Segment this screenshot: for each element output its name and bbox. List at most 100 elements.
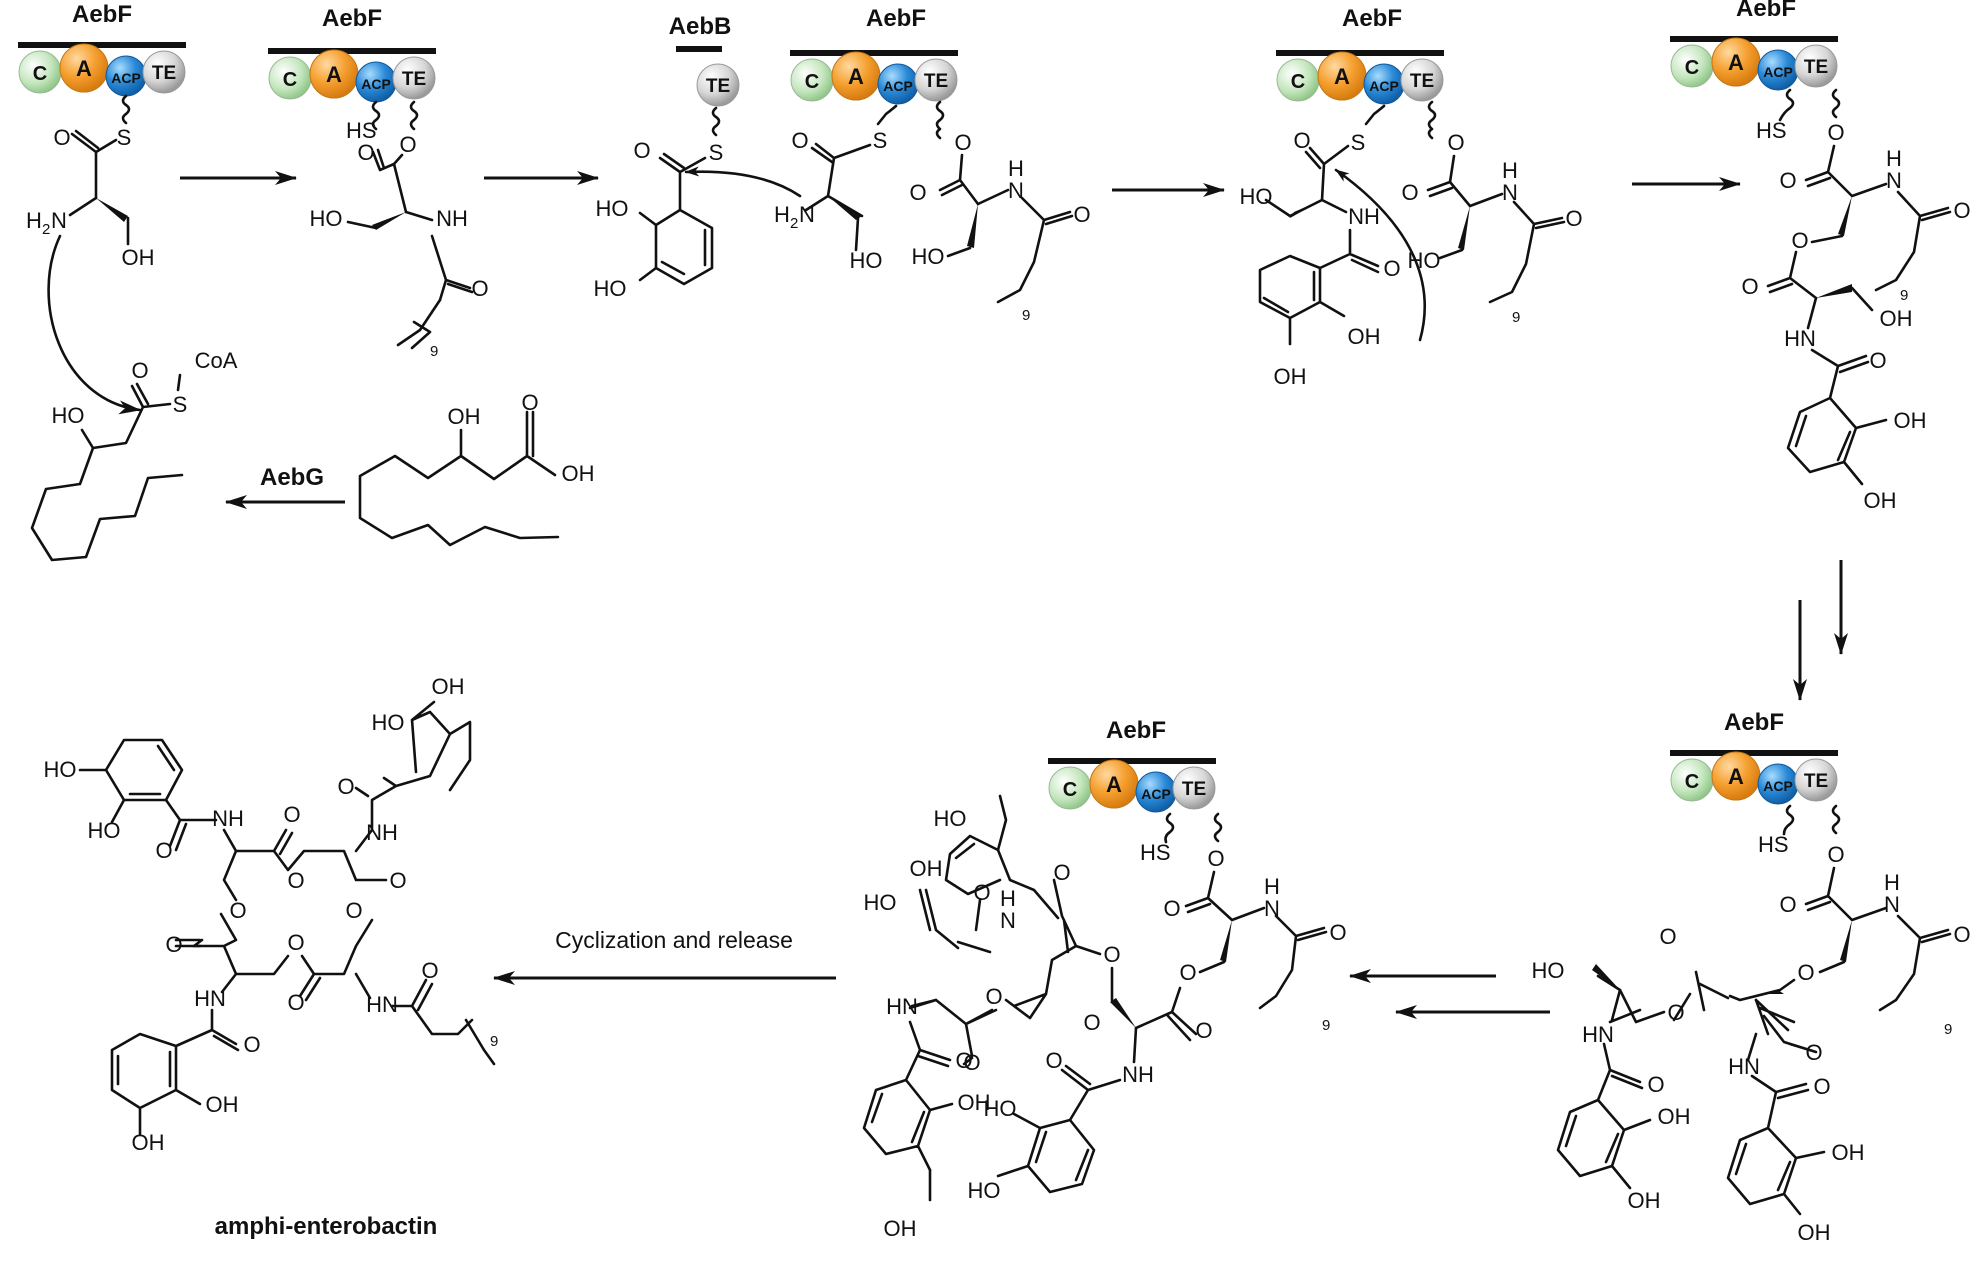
aebg-step: AebG [225, 464, 345, 509]
domain-c-label: C [1291, 71, 1305, 93]
atom-hn: HN [1582, 1022, 1614, 1047]
atom-hn: HN [886, 994, 918, 1019]
enzyme-label: AebF [1342, 5, 1402, 32]
atom-o: O [155, 838, 172, 863]
atom-o: O [283, 802, 300, 827]
domain-a-label: A [326, 62, 342, 87]
atom-ho: HO [88, 818, 121, 843]
atom-n: N [1502, 180, 1518, 205]
attack-arrow-3 [1334, 168, 1427, 342]
atom-o: O [337, 774, 354, 799]
atom-oh: OH [1658, 1104, 1691, 1129]
atom-hs: HS [346, 118, 377, 143]
domain-c-label: C [283, 69, 297, 91]
enzyme-label: AebF [322, 5, 382, 32]
atom-o: O [1805, 1040, 1822, 1065]
atom-o: O [1207, 846, 1224, 871]
atom-o: O [1741, 274, 1758, 299]
repeat-count: 9 [1322, 1017, 1330, 1034]
atom-o: O [973, 880, 990, 905]
atom-s: S [873, 128, 888, 153]
atom-nh: NH [366, 820, 398, 845]
repeat-count: 9 [1512, 309, 1520, 326]
atom-o: O [791, 128, 808, 153]
atom-o: O [1779, 168, 1796, 193]
aebf-module-2: C A ACP TE AebF [267, 5, 437, 103]
atom-o: O [389, 868, 406, 893]
atom-o: O [955, 1048, 972, 1073]
atom-o: O [963, 1050, 980, 1075]
atom-oh: OH [1864, 488, 1897, 513]
atom-o: O [1401, 180, 1418, 205]
atom-oh: OH [1274, 364, 1307, 389]
domain-te-label: TE [1804, 57, 1828, 78]
atom-o: O [1667, 1000, 1684, 1025]
atom-o: O [1163, 896, 1180, 921]
atom-h2n-n: N [799, 202, 815, 227]
atom-o: O [1813, 1074, 1830, 1099]
atom-oh: OH [910, 856, 943, 881]
repeat-count: 9 [490, 1033, 498, 1050]
atom-hn: HN [366, 992, 398, 1017]
enzyme-label: AebF [1724, 709, 1784, 736]
atom-hs: HS [1140, 840, 1171, 865]
domain-te-label: TE [1182, 779, 1206, 800]
aebf-module-7: C A ACP TE AebF [1047, 717, 1217, 813]
cyclization-step: Cyclization and release [493, 927, 836, 985]
atom-s: S [117, 125, 132, 150]
atom-o: O [1869, 348, 1886, 373]
domain-c-label: C [805, 71, 819, 93]
aebf-module-4: C A ACP TE AebF [1275, 5, 1445, 105]
atom-o: O [633, 138, 650, 163]
atom-oh: OH [432, 674, 465, 699]
enzyme-label: AebF [1106, 717, 1166, 744]
atom-o: O [1045, 1048, 1062, 1073]
atom-h2n-h: H [26, 208, 42, 233]
atom-ho: HO [864, 890, 897, 915]
atom-oh: OH [448, 404, 481, 429]
enzyme-label: AebF [72, 1, 132, 28]
atom-o: O [1779, 892, 1796, 917]
atom-nh: NH [436, 206, 468, 231]
atom-s: S [709, 140, 724, 165]
atom-oh: OH [132, 1130, 165, 1155]
atom-oh: OH [1798, 1220, 1831, 1245]
atom-oh: OH [1880, 306, 1913, 331]
atom-o: O [1053, 860, 1070, 885]
atom-oh: OH [1628, 1188, 1661, 1213]
atom-h2n-h: H [774, 202, 790, 227]
atom-n: N [1886, 168, 1902, 193]
domain-te-label: TE [1804, 771, 1828, 792]
molecule-amphi-enterobactin: O O O O O O O O NH O HO HO NH O HO OH HN… [44, 674, 499, 1240]
atom-o: O [1103, 942, 1120, 967]
domain-acp-label: ACP [1369, 78, 1399, 94]
domain-te-label: TE [152, 63, 176, 84]
atom-h: H [1884, 870, 1900, 895]
atom-o: O [1293, 128, 1310, 153]
atom-ho: HO [596, 196, 629, 221]
atom-oh: OH [562, 461, 595, 486]
atom-ho: HO [1408, 248, 1441, 273]
atom-oh: OH [1894, 408, 1927, 433]
domain-acp-label: ACP [111, 70, 141, 86]
atom-nh: NH [212, 806, 244, 831]
atom-n: N [1008, 178, 1024, 203]
atom-ho: HO [372, 710, 405, 735]
product-name: amphi-enterobactin [215, 1213, 438, 1240]
atom-o: O [287, 930, 304, 955]
atom-oh: OH [206, 1092, 239, 1117]
molecule-tetra-intermediate: HS O O H N O 9 O O O O NH O O O HO HO O … [862, 794, 1347, 1241]
atom-o: O [1329, 920, 1346, 945]
atom-ho: HO [968, 1178, 1001, 1203]
domain-te-label: TE [706, 76, 730, 97]
atom-h2n-sub: 2 [790, 215, 798, 232]
atom-ho: HO [984, 1096, 1017, 1121]
atom-o: O [1383, 256, 1400, 281]
domain-c-label: C [1685, 57, 1699, 79]
atom-o: O [1791, 228, 1808, 253]
domain-c-label: C [1063, 779, 1077, 801]
atom-oh: OH [122, 245, 155, 270]
atom-coa: CoA [195, 348, 238, 373]
repeat-count: 9 [1022, 307, 1030, 324]
